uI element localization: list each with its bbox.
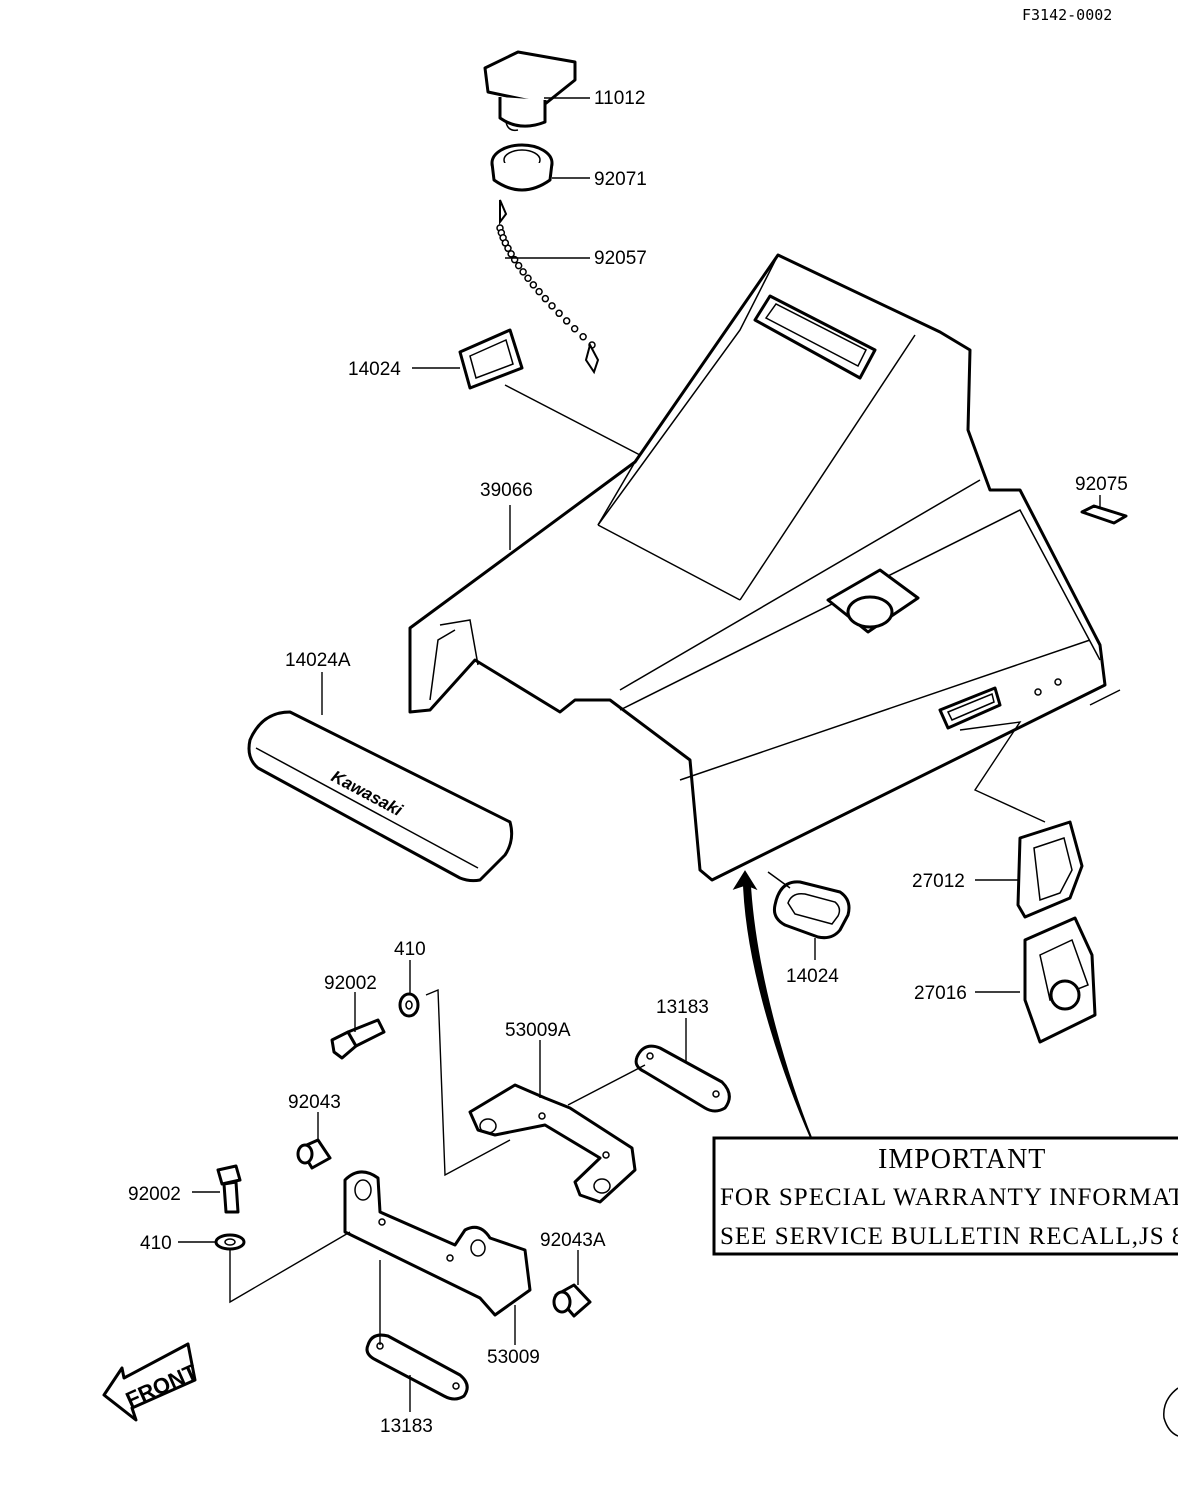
filler-cap-part xyxy=(483,50,577,132)
cover-part xyxy=(408,253,1107,882)
plate-13183-top-part xyxy=(634,1044,731,1113)
label-92057: 92057 xyxy=(594,248,647,269)
label-13183-bottom: 13183 xyxy=(380,1416,433,1437)
pin-92043-part xyxy=(296,1138,332,1170)
chain-bead xyxy=(529,281,538,289)
latch-part xyxy=(1023,916,1097,1044)
chain-bead xyxy=(524,274,532,282)
label-53009: 53009 xyxy=(487,1347,540,1368)
label-14024-bottom: 14024 xyxy=(786,966,839,987)
washer-410-top-part xyxy=(398,992,420,1018)
label-92071: 92071 xyxy=(594,169,647,190)
chain-clip xyxy=(499,199,600,375)
bracket-53009A-part xyxy=(468,1083,637,1204)
front-arrow: FRONT xyxy=(102,1342,202,1422)
pin-92043A-part xyxy=(552,1283,592,1318)
label-92043A: 92043A xyxy=(540,1230,606,1251)
notice-title: IMPORTANT xyxy=(878,1144,1046,1175)
leader-lines xyxy=(178,97,1121,1412)
important-notice: IMPORTANT FOR SPECIAL WARRANTY INFORMATI… xyxy=(712,1136,1178,1256)
chain-bead xyxy=(562,317,571,325)
chain-bead xyxy=(507,250,515,258)
hook-27012-part xyxy=(1016,820,1084,919)
label-27016: 27016 xyxy=(914,983,967,1004)
bolt-92002-top-part xyxy=(330,1018,386,1060)
washer-410-bottom-part xyxy=(214,1233,246,1251)
rubber-14024-bottom-part xyxy=(773,880,851,940)
label-92002-bottom: 92002 xyxy=(128,1184,181,1205)
grommet-part xyxy=(490,143,554,192)
label-410-bottom: 410 xyxy=(140,1233,172,1254)
label-11012: 11012 xyxy=(594,88,645,109)
part-labels: 11012 92071 92057 14024 39066 92075 1402… xyxy=(128,88,1128,1437)
label-39066: 39066 xyxy=(480,480,533,501)
emblem-pad-part: Kawasaki xyxy=(247,710,514,883)
label-92075: 92075 xyxy=(1075,474,1128,495)
label-92043: 92043 xyxy=(288,1092,341,1113)
chain-bead xyxy=(579,333,587,341)
notice-line-2: SEE SERVICE BULLETIN RECALL,JS 86-09 xyxy=(720,1223,1178,1250)
chain-bead xyxy=(555,309,563,318)
key-part xyxy=(1080,504,1128,525)
label-14024-top: 14024 xyxy=(348,359,401,380)
edge-fragment xyxy=(1163,1387,1178,1437)
label-53009A: 53009A xyxy=(505,1020,571,1041)
chain-bead xyxy=(504,244,512,253)
label-27012: 27012 xyxy=(912,871,965,892)
bolt-92002-bottom-part xyxy=(216,1164,242,1214)
label-13183-top: 13183 xyxy=(656,997,709,1018)
chain-bead xyxy=(535,287,543,296)
chain-bead xyxy=(541,294,550,303)
label-14024A: 14024A xyxy=(285,650,351,671)
label-92002-top: 92002 xyxy=(324,973,377,994)
chain-bead xyxy=(570,324,579,333)
notice-line-1: FOR SPECIAL WARRANTY INFORMATION xyxy=(720,1184,1178,1211)
chain-bead xyxy=(519,268,527,276)
chain-bead xyxy=(548,302,556,310)
notice-arrow xyxy=(732,870,813,1141)
rubber-14024-top-part xyxy=(458,328,524,390)
plate-13183-bottom-part xyxy=(365,1333,469,1401)
diagram-ref-code: F3142-0002 xyxy=(1022,6,1112,24)
chain-bead xyxy=(514,261,523,270)
label-410-top: 410 xyxy=(394,939,426,960)
bracket-53009-part xyxy=(343,1170,532,1317)
